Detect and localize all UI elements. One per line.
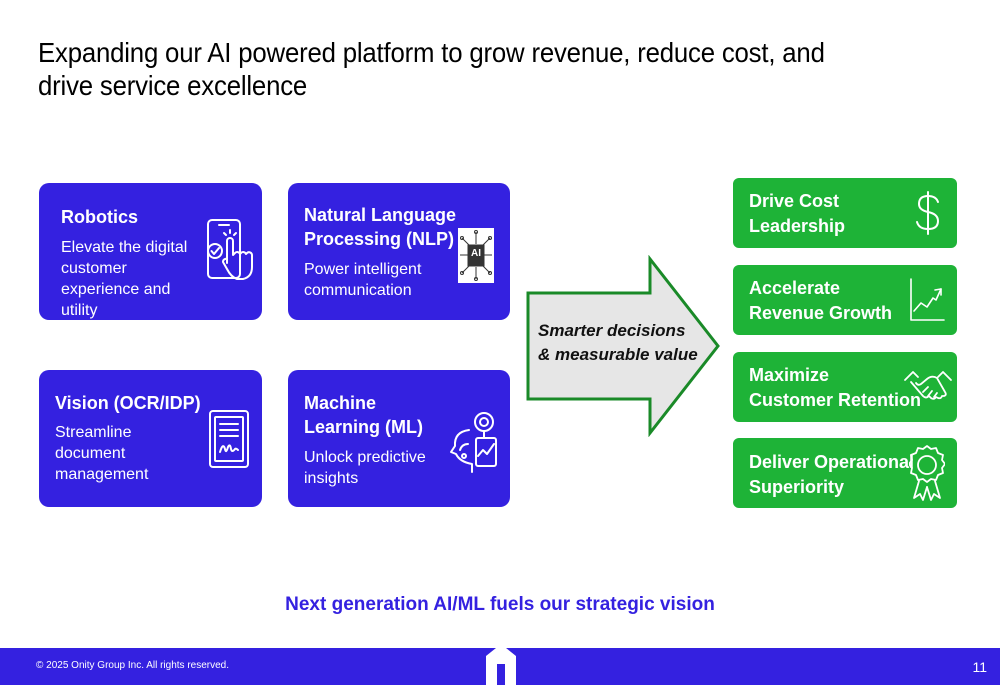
vision-description: Streamline document management — [55, 424, 149, 483]
outcome-customer-retention-label: Maximize Customer Retention — [749, 365, 922, 410]
onity-logo-icon — [486, 644, 516, 685]
vision-heading: Vision (OCR/IDP) — [55, 393, 201, 413]
ai-chip-label: AI — [471, 248, 481, 259]
outcome-operational-superiority: Deliver Operational Superiority — [733, 438, 957, 508]
document-signature-icon — [209, 410, 249, 468]
ml-card: Machine Learning (ML) Unlock predictive … — [288, 370, 510, 507]
nlp-heading: Natural Language Processing (NLP) — [304, 205, 457, 249]
outcome-revenue-growth-label: Accelerate Revenue Growth — [749, 278, 893, 323]
page-number: 11 — [972, 659, 987, 675]
nlp-card: Natural Language Processing (NLP) Power … — [288, 183, 510, 320]
copyright-text: © 2025 Onity Group Inc. All rights reser… — [36, 660, 230, 671]
handshake-icon — [904, 371, 952, 400]
robotics-heading: Robotics — [61, 207, 139, 227]
dollar-icon — [916, 191, 940, 235]
ml-description: Unlock predictive insights — [304, 449, 426, 487]
outcome-customer-retention: Maximize Customer Retention — [733, 352, 957, 422]
touchscreen-tap-icon — [207, 219, 253, 280]
ml-heading: Machine Learning (ML) — [304, 393, 423, 437]
outcome-revenue-growth: Accelerate Revenue Growth — [733, 265, 957, 335]
tagline: Next generation AI/ML fuels our strategi… — [285, 594, 715, 615]
nlp-description: Power intelligent communication — [304, 261, 422, 299]
growth-chart-icon — [910, 278, 945, 321]
award-ribbon-icon — [909, 445, 945, 501]
value-arrow — [526, 255, 720, 437]
outcome-operational-superiority-label: Deliver Operational Superiority — [749, 452, 915, 497]
outcome-cost-leadership-label: Drive Cost Leadership — [749, 191, 846, 236]
slide-title: Expanding our AI powered platform to gro… — [38, 37, 825, 101]
footer-bar: © 2025 Onity Group Inc. All rights reser… — [0, 644, 1000, 685]
ai-chip-icon: AI — [458, 228, 494, 283]
arrow-label: Smarter decisions & measurable value — [538, 321, 698, 364]
robotics-card: Robotics Elevate the digital customer ex… — [39, 183, 262, 320]
vision-card: Vision (OCR/IDP) Streamline document man… — [39, 370, 262, 507]
robotics-description: Elevate the digital customer experience … — [61, 239, 188, 319]
head-analytics-icon — [450, 412, 497, 473]
outcome-cost-leadership: Drive Cost Leadership — [733, 178, 957, 248]
